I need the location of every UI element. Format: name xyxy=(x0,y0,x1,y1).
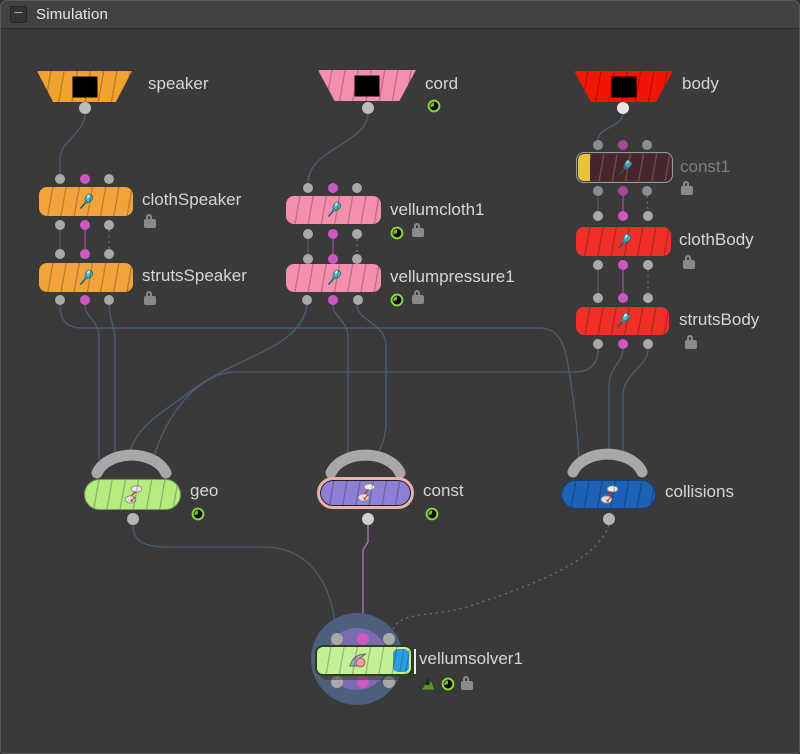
node-collisions[interactable] xyxy=(561,480,656,509)
lock-badge xyxy=(144,291,156,305)
node-label-geo: geo xyxy=(190,481,219,500)
node-label-speaker: speaker xyxy=(148,74,209,93)
time-dependent-clock-badge xyxy=(441,677,455,691)
object-merge-icon xyxy=(121,483,145,507)
pin-icon xyxy=(615,158,635,178)
node-label-body: body xyxy=(682,74,719,93)
node-const[interactable] xyxy=(317,477,414,509)
node-clothBody[interactable] xyxy=(576,227,671,256)
node-vellumcloth1[interactable] xyxy=(286,196,381,224)
object-merge-icon xyxy=(354,481,378,505)
input-arcs xyxy=(91,448,648,479)
lock-badge xyxy=(412,290,424,304)
time-dependent-clock-badge xyxy=(390,293,404,307)
node-label-const1: const1 xyxy=(680,157,731,176)
display-flag[interactable] xyxy=(393,649,409,672)
pin-icon xyxy=(76,268,96,288)
geo-input-arc xyxy=(91,449,172,479)
object-merge-icon xyxy=(597,483,621,507)
node-label-collisions: collisions xyxy=(665,482,734,501)
lock-badge xyxy=(685,335,697,349)
dive-target-badge xyxy=(420,678,436,691)
time-dependent-clock-badge xyxy=(191,507,205,521)
bypass-flag[interactable] xyxy=(578,154,590,181)
const1-body xyxy=(590,154,671,181)
node-label-clothSpeaker: clothSpeaker xyxy=(142,190,242,209)
const-input-arc xyxy=(325,449,406,479)
vellum-solver-icon xyxy=(346,649,370,673)
node-vellumsolver1[interactable] xyxy=(315,645,413,676)
label-caret-bar xyxy=(414,649,416,674)
lock-badge xyxy=(461,676,473,690)
node-label-strutsSpeaker: strutsSpeaker xyxy=(142,266,247,285)
pin-icon xyxy=(614,232,634,252)
pin-icon xyxy=(613,311,633,331)
null-black-square xyxy=(72,76,97,97)
node-const1[interactable] xyxy=(576,152,673,183)
node-vellumpressure1[interactable] xyxy=(286,264,381,292)
node-speaker[interactable] xyxy=(37,71,132,102)
node-geo[interactable] xyxy=(84,479,181,510)
collapse-minus-icon[interactable]: ─ xyxy=(10,6,27,23)
lock-badge xyxy=(681,181,693,195)
node-clothSpeaker[interactable] xyxy=(39,187,133,216)
node-label-const: const xyxy=(423,481,464,500)
titlebar[interactable]: ─ Simulation xyxy=(1,1,799,29)
network-title: Simulation xyxy=(36,6,109,23)
lock-badge xyxy=(144,214,156,228)
node-body[interactable] xyxy=(574,71,673,102)
node-label-cord: cord xyxy=(425,74,459,93)
node-cord[interactable] xyxy=(318,70,416,101)
time-dependent-clock-badge xyxy=(390,226,404,240)
stripes xyxy=(590,154,671,181)
pin-icon xyxy=(324,268,344,288)
time-dependent-clock-badge xyxy=(427,99,441,113)
node-label-vellumsolver1: vellumsolver1 xyxy=(419,649,523,668)
node-label-vellumcloth1: vellumcloth1 xyxy=(390,200,485,219)
node-strutsSpeaker[interactable] xyxy=(39,263,133,292)
null-black-square xyxy=(611,76,636,97)
node-label-vellumpressure1: vellumpressure1 xyxy=(390,267,515,286)
lock-badge xyxy=(683,255,695,269)
collisions-input-arc xyxy=(567,448,648,478)
pin-icon xyxy=(324,200,344,220)
null-black-square xyxy=(354,75,380,96)
node-label-strutsBody: strutsBody xyxy=(679,310,760,329)
lock-badge xyxy=(412,223,424,237)
pin-icon xyxy=(76,192,96,212)
time-dependent-clock-badge xyxy=(425,507,439,521)
node-strutsBody[interactable] xyxy=(576,307,669,335)
node-label-clothBody: clothBody xyxy=(679,230,754,249)
